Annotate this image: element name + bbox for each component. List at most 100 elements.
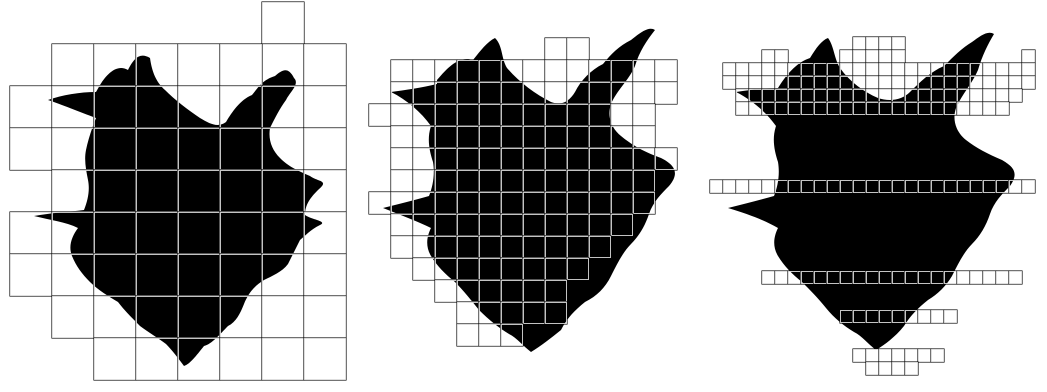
grid-box-inner-line [1010, 64, 1022, 76]
grid-box-inner-line [854, 51, 866, 63]
grid-box [262, 2, 304, 44]
grid-box [931, 349, 944, 362]
grid-box-inner-line [458, 303, 479, 324]
grid-box-inner-line [1023, 181, 1035, 193]
grid-box [879, 63, 892, 76]
grid-box-inner-line [997, 64, 1009, 76]
grid-box [866, 349, 879, 362]
grid-box [304, 338, 346, 380]
grid-box [970, 271, 983, 284]
grid-box-inner-line [997, 90, 1009, 102]
grid-box [918, 349, 931, 362]
grid-box-inner-line [458, 325, 479, 346]
grid-box-inner-line [854, 38, 866, 50]
grid-box-inner-line [880, 38, 892, 50]
grid-box-inner-line [984, 272, 996, 284]
grid-box-inner-line [932, 350, 944, 362]
grid-box-inner-line [221, 339, 262, 380]
grid-box-inner-line [568, 39, 589, 60]
grid-box [879, 349, 892, 362]
grid-box [723, 180, 736, 193]
grid-box [749, 63, 762, 76]
grid-box-inner-line [370, 105, 391, 126]
grid-box [10, 254, 52, 296]
grid-box [262, 338, 304, 380]
grid-box-inner-line [984, 64, 996, 76]
grid-box-inner-line [634, 61, 655, 82]
grid-box [1009, 271, 1022, 284]
grid-box [996, 63, 1009, 76]
grid-box [996, 89, 1009, 102]
grid-box-inner-line [737, 64, 749, 76]
grid-box-inner-line [919, 64, 931, 76]
grid-box-inner-line [971, 103, 983, 115]
grid-box [970, 102, 983, 115]
grid-box [957, 271, 970, 284]
grid-box-inner-line [724, 77, 736, 89]
grid-box-inner-line [724, 181, 736, 193]
grid-box-inner-line [392, 105, 413, 126]
grid-box-inner-line [737, 77, 749, 89]
grid-box-inner-line [776, 51, 788, 63]
grid-box-inner-line [305, 255, 346, 296]
grid-box-inner-line [906, 64, 918, 76]
grid-box [655, 82, 677, 104]
grid-box [996, 102, 1009, 115]
grid-box [457, 324, 479, 346]
grid-box [944, 310, 957, 323]
grid-box-inner-line [392, 61, 413, 82]
grid-box-inner-line [958, 272, 970, 284]
grid-box-inner-line [11, 213, 52, 254]
grid-box [762, 76, 775, 89]
grid-box-inner-line [546, 83, 567, 104]
grid-box [304, 128, 346, 170]
grid-box [391, 60, 413, 82]
grid-box [633, 104, 655, 126]
grid-box [52, 296, 94, 338]
grid-box-inner-line [634, 127, 655, 148]
box-counting-figure-medium [349, 0, 698, 392]
grid-box-inner-line [971, 90, 983, 102]
grid-box-inner-line [414, 171, 435, 192]
grid-box-inner-line [854, 350, 866, 362]
grid-box-inner-line [656, 83, 677, 104]
grid-box [262, 296, 304, 338]
grid-box [840, 50, 853, 63]
grid-box-inner-line [867, 77, 879, 89]
panel-coarse-grid [0, 0, 349, 392]
grid-box [178, 44, 220, 86]
grid-box-inner-line [867, 38, 879, 50]
grid-box-inner-line [763, 51, 775, 63]
grid-box-inner-line [776, 64, 788, 76]
grid-box-inner-line [867, 64, 879, 76]
grid-box [749, 180, 762, 193]
grid-box-inner-line [958, 103, 970, 115]
grid-box-inner-line [11, 87, 52, 128]
grid-box [220, 44, 262, 86]
grid-box [391, 126, 413, 148]
grid-box-inner-line [546, 61, 567, 82]
grid-box [479, 324, 501, 346]
grid-box-inner-line [305, 129, 346, 170]
grid-box-inner-line [612, 105, 633, 126]
grid-box-inner-line [414, 259, 435, 280]
grid-box [1009, 89, 1022, 102]
panel-medium-grid [349, 0, 698, 392]
grid-box-inner-line [984, 103, 996, 115]
grid-box-inner-line [263, 339, 304, 380]
grid-box [957, 102, 970, 115]
grid-box [866, 50, 879, 63]
grid-box-inner-line [880, 363, 892, 375]
grid-box [983, 102, 996, 115]
grid-box-inner-line [634, 83, 655, 104]
box-counting-figure-fine [698, 0, 1047, 392]
grid-box-inner-line [867, 363, 879, 375]
grid-box [304, 296, 346, 338]
grid-box-inner-line [880, 51, 892, 63]
grid-box-inner-line [53, 45, 94, 86]
grid-box-inner-line [867, 350, 879, 362]
grid-box [775, 63, 788, 76]
grid-box [1022, 63, 1035, 76]
grid-box-inner-line [1010, 77, 1022, 89]
grid-box [892, 50, 905, 63]
